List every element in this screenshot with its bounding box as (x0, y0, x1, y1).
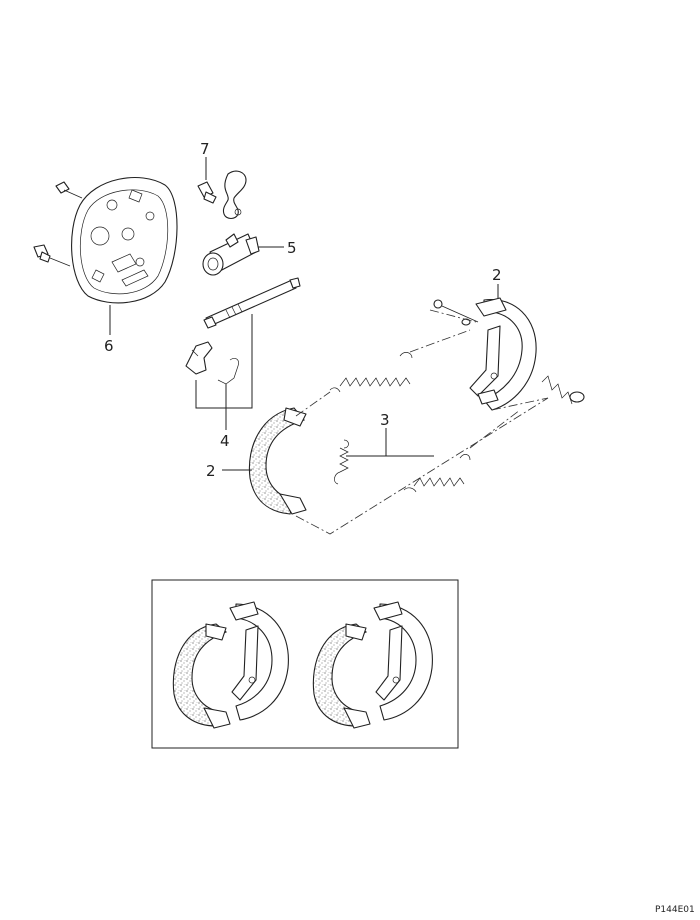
adjuster-lever (185, 341, 213, 375)
hold-down-spring (541, 375, 585, 405)
kit-shoe-1-web (229, 601, 289, 721)
brake-shoe-right (469, 297, 537, 411)
hold-down-pin (433, 299, 479, 323)
backing-plate-bolt-lower (33, 244, 71, 267)
callout-6: 6 (104, 337, 114, 355)
return-spring-upper (329, 352, 413, 393)
callout-3: 3 (380, 411, 390, 429)
bleeder-screw (197, 181, 217, 204)
callout-2-left: 2 (206, 462, 216, 480)
callout-2-right: 2 (492, 266, 502, 284)
return-spring-small (334, 439, 349, 485)
kit-shoe-1-lining (172, 623, 231, 729)
backing-plate (71, 177, 178, 304)
brake-pipe-fitting (222, 170, 247, 220)
assembly-lines (295, 309, 549, 535)
return-spring-lower (403, 454, 471, 493)
wheel-cylinder (202, 233, 260, 276)
callout-5: 5 (287, 239, 297, 257)
figure-code: P144E01 (655, 905, 695, 915)
callout-7: 7 (200, 140, 210, 158)
callout-4: 4 (220, 432, 230, 450)
shoe-kit-inset (151, 579, 459, 749)
kit-shoe-2-lining (312, 623, 371, 729)
backing-plate-bolt-upper (55, 181, 83, 199)
adjuster-spring-clip (217, 358, 239, 385)
kit-shoe-2-web (373, 601, 433, 721)
brake-shoe-left (248, 407, 307, 515)
adjuster-strut (203, 277, 301, 329)
